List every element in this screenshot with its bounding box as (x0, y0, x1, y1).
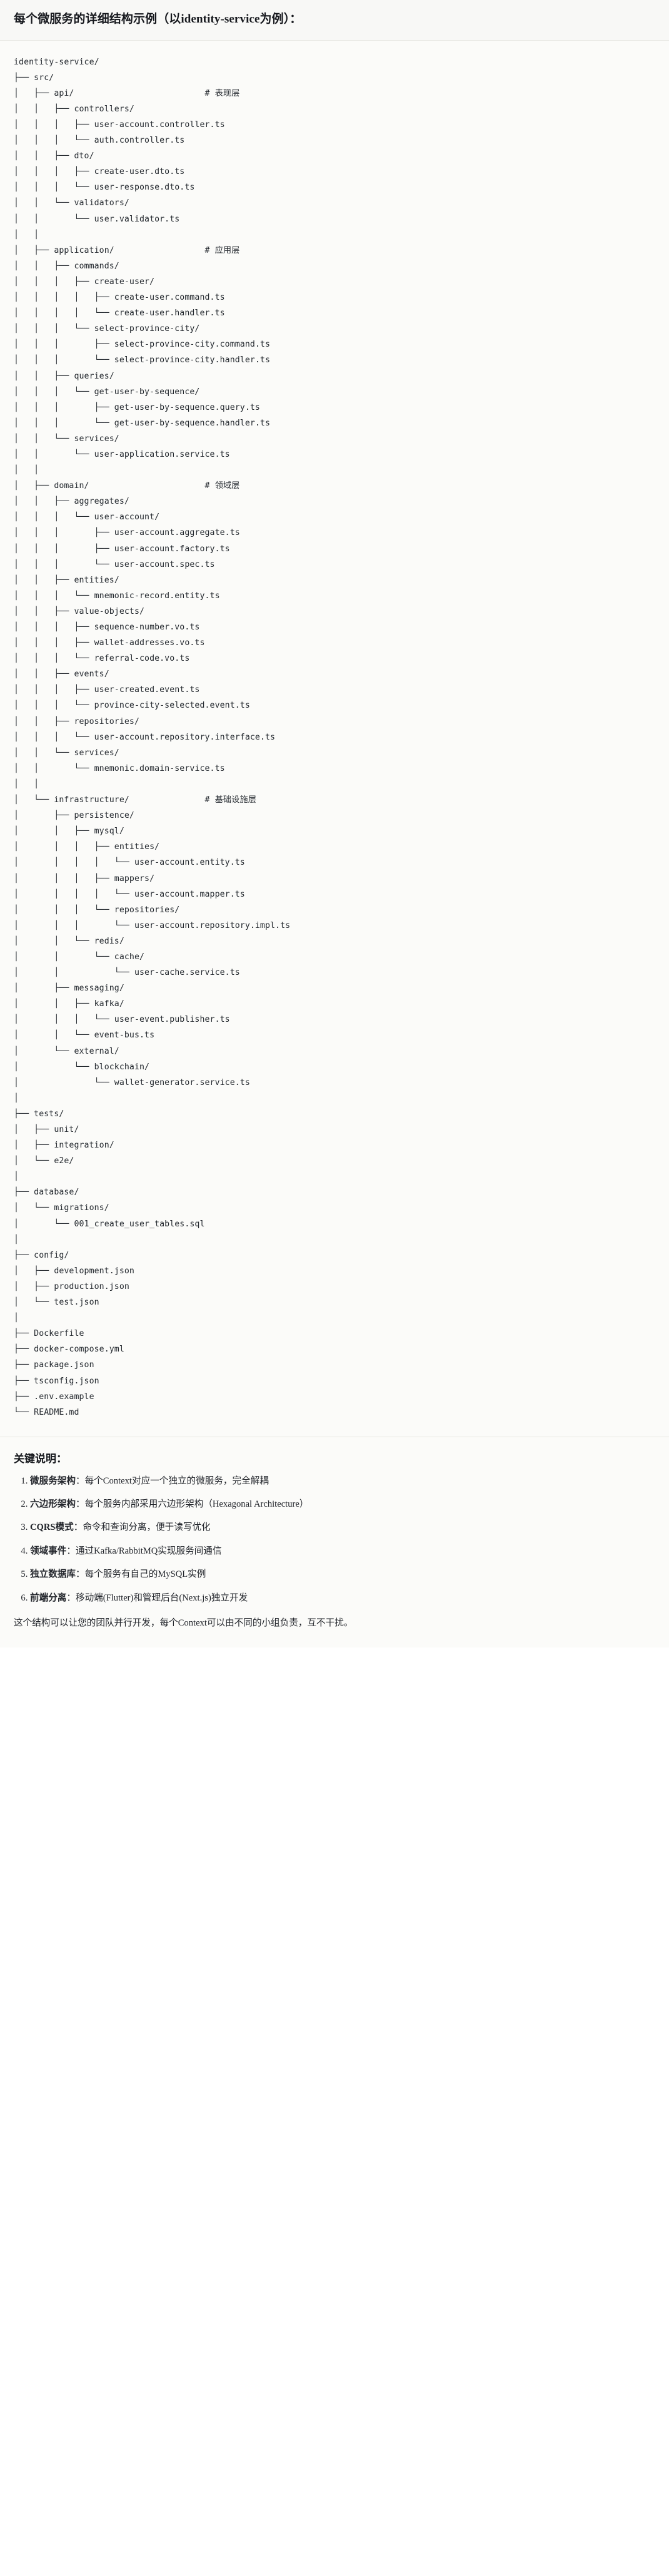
note-label: CQRS模式 (30, 1522, 74, 1533)
list-item: 前端分离：移动端(Flutter)和管理后台(Next.js)独立开发 (30, 1591, 655, 1606)
note-label: 六边形架构 (30, 1499, 76, 1510)
note-text: ：每个服务有自己的MySQL实例 (75, 1569, 206, 1580)
key-notes-title: 关键说明： (14, 1452, 67, 1465)
note-label: 领域事件 (30, 1545, 67, 1556)
note-text: ：移动端(Flutter)和管理后台(Next.js)独立开发 (66, 1592, 248, 1603)
note-label: 前端分离 (30, 1592, 67, 1603)
page-title: 每个微服务的详细结构示例（以identity-service为例）： (14, 13, 302, 26)
note-text: ：每个Context对应一个独立的微服务，完全解耦 (75, 1475, 269, 1486)
closing-paragraph: 这个结构可以让您的团队并行开发，每个Context可以由不同的小组负责，互不干扰… (14, 1617, 353, 1628)
list-item: CQRS模式：命令和查询分离，便于读写优化 (30, 1520, 655, 1535)
key-notes-list: 微服务架构：每个Context对应一个独立的微服务，完全解耦 六边形架构：每个服… (14, 1474, 655, 1606)
page-root: 每个微服务的详细结构示例（以identity-service为例）： ident… (0, 0, 669, 1647)
key-notes-section: 关键说明： 微服务架构：每个Context对应一个独立的微服务，完全解耦 六边形… (0, 1437, 669, 1647)
list-item: 独立数据库：每个服务有自己的MySQL实例 (30, 1567, 655, 1582)
directory-tree-block: identity-service/ ├── src/ │ ├── api/ # … (0, 40, 669, 1437)
note-label: 独立数据库 (30, 1569, 76, 1580)
directory-tree: identity-service/ ├── src/ │ ├── api/ # … (14, 57, 291, 1417)
heading-band: 每个微服务的详细结构示例（以identity-service为例）： (0, 0, 669, 41)
note-text: ：命令和查询分离，便于读写优化 (73, 1522, 211, 1533)
list-item: 六边形架构：每个服务内部采用六边形架构（Hexagonal Architectu… (30, 1497, 655, 1512)
list-item: 领域事件：通过Kafka/RabbitMQ实现服务间通信 (30, 1544, 655, 1559)
note-label: 微服务架构 (30, 1475, 76, 1486)
list-item: 微服务架构：每个Context对应一个独立的微服务，完全解耦 (30, 1474, 655, 1489)
note-text: ：通过Kafka/RabbitMQ实现服务间通信 (66, 1545, 222, 1556)
note-text: ：每个服务内部采用六边形架构（Hexagonal Architecture） (75, 1499, 309, 1510)
